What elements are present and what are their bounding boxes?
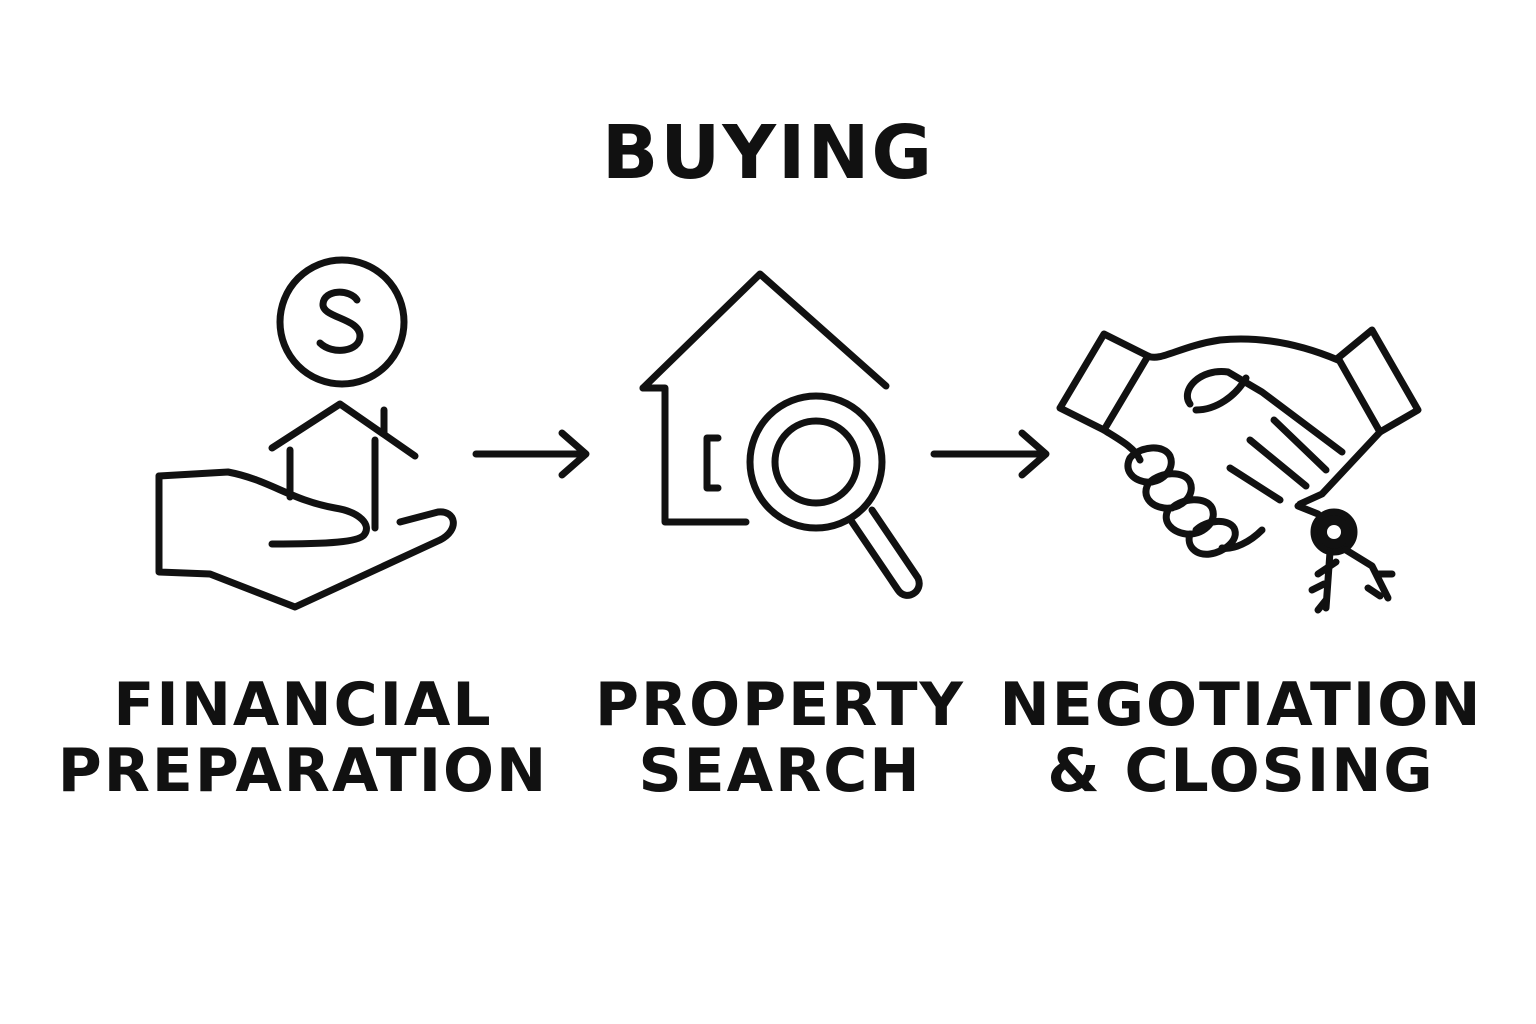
handshake-icon [1100, 335, 1384, 558]
dollar-coin-icon [276, 256, 408, 388]
right-arrow-icon [930, 429, 1050, 479]
diagram-title: BUYING [601, 110, 935, 196]
right-arrow-icon [472, 429, 590, 479]
magnifying-glass-icon [746, 392, 923, 599]
key-icon [1294, 502, 1396, 614]
step-label-property-search: PROPERTY SEARCH [530, 672, 1030, 804]
step-label-negotiation-closing: NEGOTIATION & CLOSING [991, 672, 1491, 804]
handshake-key-icon [1056, 326, 1422, 614]
right-cuff-icon [1334, 326, 1422, 436]
house-magnifying-glass-icon [639, 270, 923, 599]
step-label-financial-preparation: FINANCIAL PREPARATION [53, 672, 553, 804]
step-label-line: FINANCIAL [113, 670, 493, 740]
house-icon [639, 270, 890, 526]
step-label-line: SEARCH [638, 736, 922, 806]
hand-holding-house-dollar-icon [155, 256, 457, 611]
step-label-line: PREPARATION [57, 736, 549, 806]
step-label-line: NEGOTIATION [999, 670, 1483, 740]
step-label-line: PROPERTY [594, 670, 966, 740]
house-icon [268, 400, 419, 532]
left-cuff-icon [1056, 330, 1152, 434]
step-label-line: & CLOSING [1047, 736, 1435, 806]
open-hand-icon [155, 468, 457, 611]
